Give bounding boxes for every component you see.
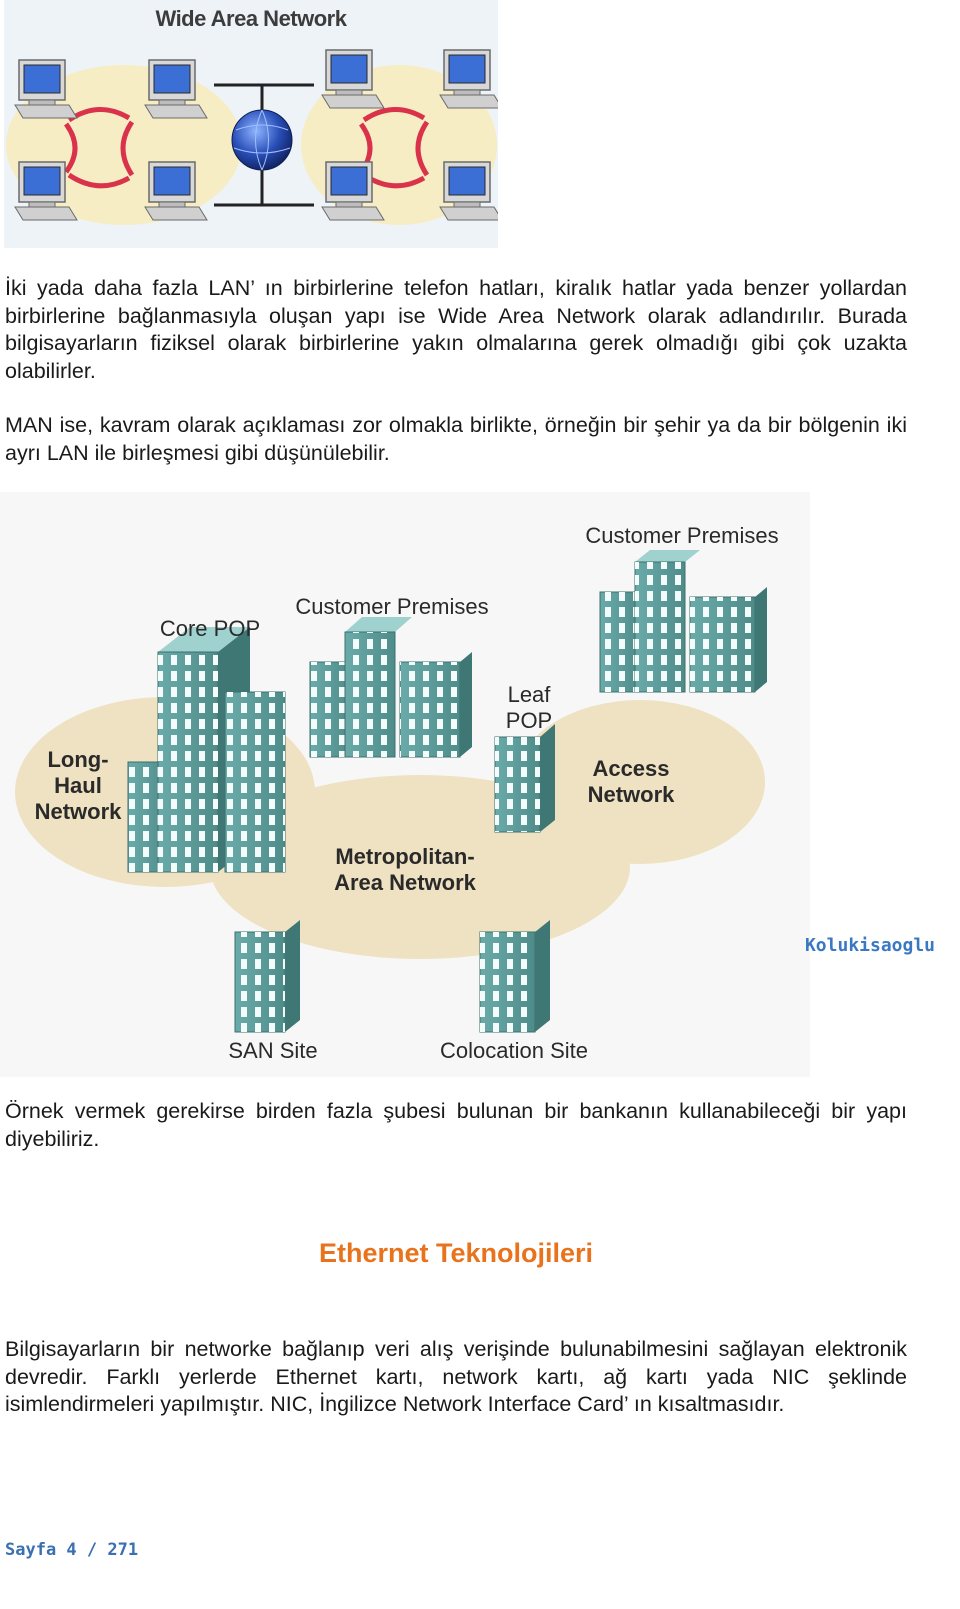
computer-icon xyxy=(439,49,498,109)
computer-icon xyxy=(439,161,498,221)
label-metro-line2: Area Network xyxy=(334,870,477,895)
label-leaf-pop-line1: Leaf xyxy=(508,682,552,707)
paragraph-bank-example: Örnek vermek gerekirse birden fazla şube… xyxy=(5,1099,907,1151)
paragraph-nic: Bilgisayarların bir networke bağlanıp ve… xyxy=(5,1337,907,1416)
label-core-pop: Core POP xyxy=(160,616,260,641)
wan-diagram xyxy=(4,0,498,248)
globe-icon xyxy=(231,109,293,171)
label-metro-line1: Metropolitan- xyxy=(335,844,474,869)
customer-premises-top-buildings xyxy=(599,550,767,693)
label-san-site: SAN Site xyxy=(228,1038,317,1063)
label-customer-premises-top: Customer Premises xyxy=(585,523,778,548)
label-access-line2: Network xyxy=(588,782,676,807)
label-long-haul-line2: Haul xyxy=(54,773,102,798)
section-heading-ethernet: Ethernet Teknolojileri xyxy=(318,1238,594,1268)
label-colocation-site: Colocation Site xyxy=(440,1038,588,1063)
paragraph-wan: İki yada daha fazla LAN’ ın birbirlerine… xyxy=(5,276,907,383)
paragraph-man: MAN ise, kavram olarak açıklaması zor ol… xyxy=(5,413,907,465)
leaf-pop-building xyxy=(494,724,555,833)
label-leaf-pop-line2: POP xyxy=(506,708,552,733)
colocation-site-building xyxy=(479,920,550,1033)
wan-figure-title: Wide Area Network xyxy=(155,6,347,31)
watermark-kolukisaoglu: Kolukisaoglu xyxy=(805,935,935,956)
label-long-haul-line1: Long- xyxy=(47,747,108,772)
label-long-haul-line3: Network xyxy=(35,799,123,824)
man-diagram: Customer Premises Customer Premises Core… xyxy=(0,492,935,1077)
core-pop-buildings xyxy=(127,627,286,873)
page-number-footer: Sayfa 4 / 271 xyxy=(5,1540,139,1560)
san-site-building xyxy=(234,920,300,1033)
label-access-line1: Access xyxy=(592,756,669,781)
label-customer-premises-mid: Customer Premises xyxy=(295,594,488,619)
man-figure: Customer Premises Customer Premises Core… xyxy=(0,492,940,1077)
wan-figure: Wide Area Network xyxy=(4,0,498,248)
customer-premises-mid-buildings xyxy=(309,617,472,758)
